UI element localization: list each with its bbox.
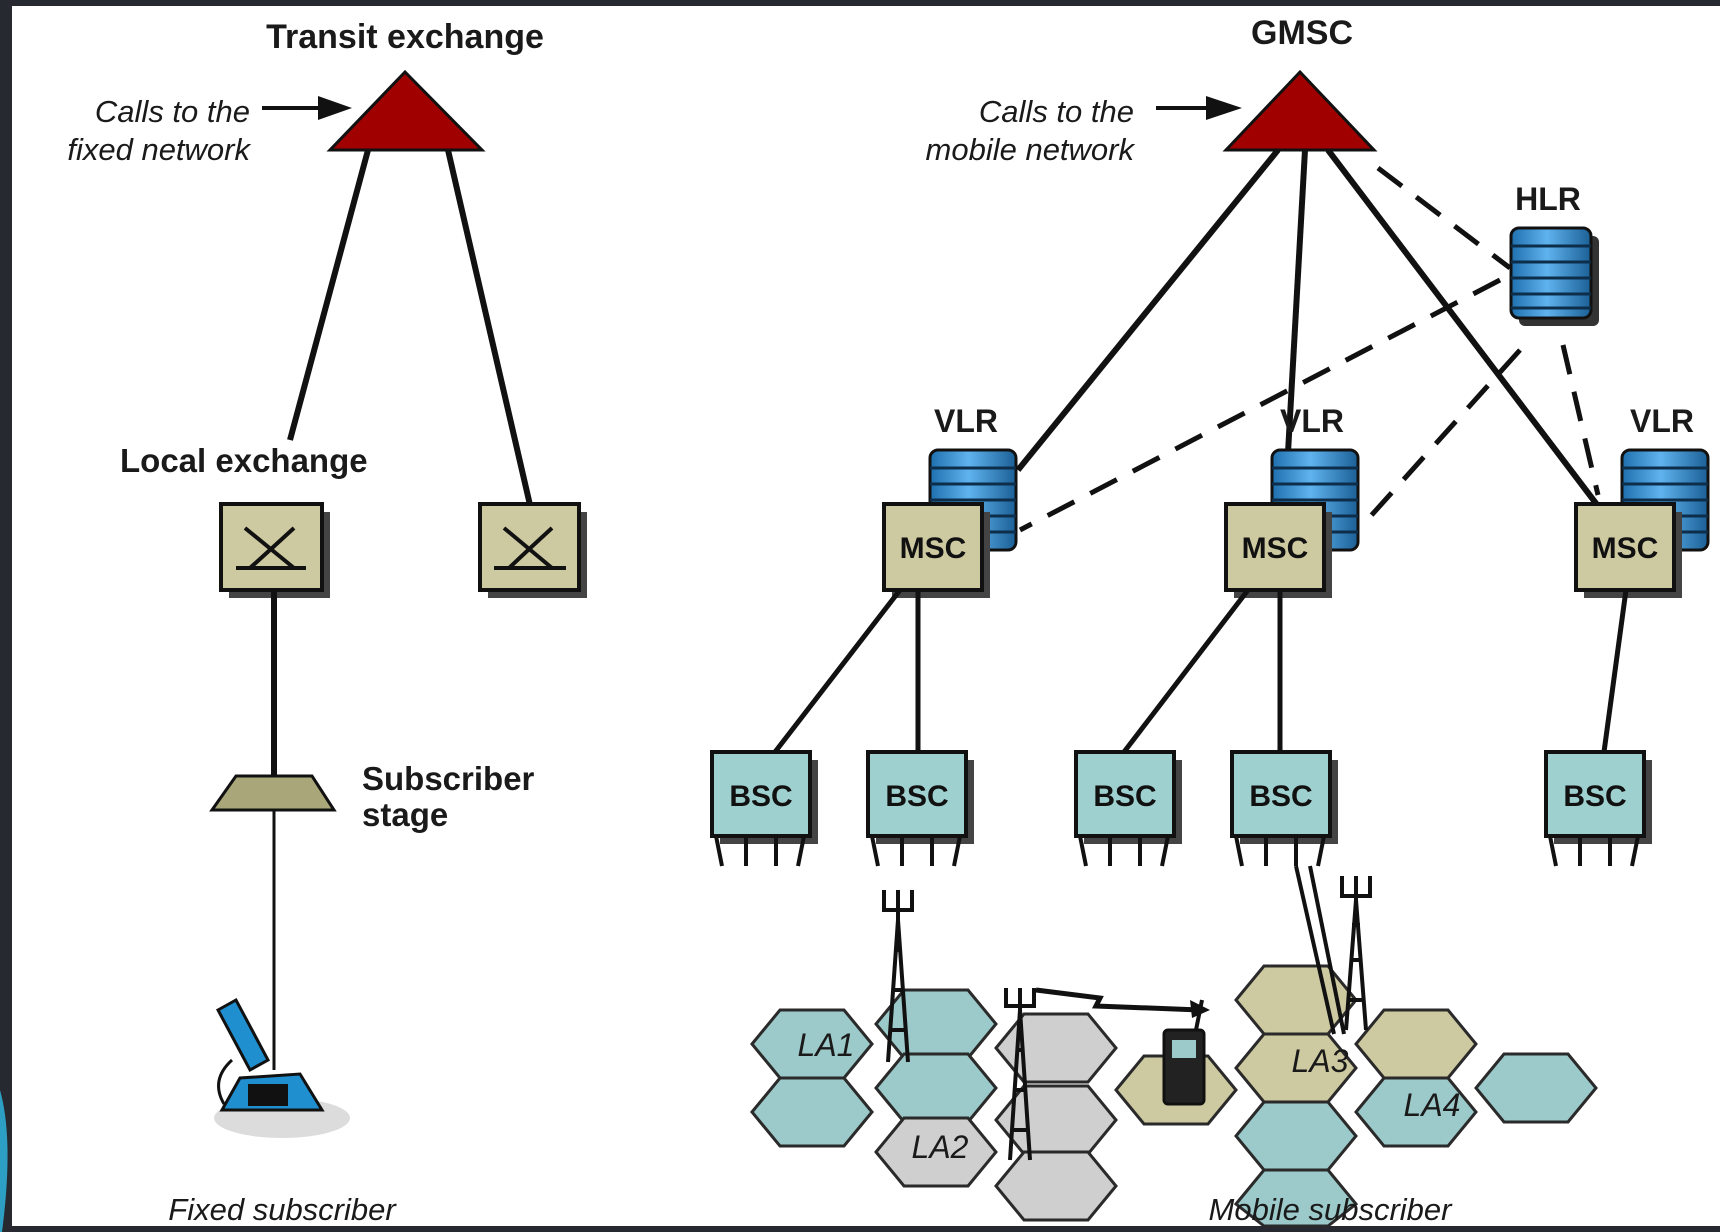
cell-la1 <box>874 1052 998 1124</box>
antenna-tower-icon <box>1004 988 1036 1161</box>
fixed-subscriber-caption: Fixed subscriber <box>168 1192 397 1227</box>
hlr-database-icon <box>1509 226 1599 326</box>
cell-grid <box>750 964 1598 1228</box>
gmsc-msc3-line <box>1325 148 1601 508</box>
bsc-label-1: BSC <box>729 780 792 813</box>
bsc-box-5: BSC <box>1544 750 1652 867</box>
frame-accent <box>0 1090 8 1232</box>
gmsc-msc2-line <box>1282 149 1308 507</box>
bsc-box-4: BSC <box>1230 750 1338 867</box>
antenna-tower-icon <box>882 890 914 1063</box>
trunk-line-left <box>287 149 371 441</box>
cell-la4 <box>1474 1052 1598 1124</box>
fixed-calls-label-1: Calls to the <box>95 94 250 129</box>
subscriber-stage-label-2: stage <box>362 796 448 833</box>
signalling-lines <box>1018 166 1601 533</box>
subscriber-stage-label-1: Subscriber <box>362 760 535 797</box>
transit-exchange-label: Transit exchange <box>266 18 544 56</box>
msc-box-2: MSC <box>1224 502 1332 598</box>
bsc-box-1: BSC <box>710 750 818 867</box>
telephone-icon <box>214 997 350 1138</box>
vlr-label-1: VLR <box>934 403 998 439</box>
msc-box-1: MSC <box>882 502 990 598</box>
bsc-tower-link <box>1308 865 1346 1035</box>
msc-box-3: MSC <box>1574 502 1682 598</box>
cell-la4 <box>1234 1100 1358 1172</box>
frame-left <box>0 0 12 1232</box>
local-exchange-box-1 <box>219 502 330 598</box>
bsc-label-2: BSC <box>885 780 948 813</box>
gmsc-triangle <box>1222 69 1378 152</box>
antenna-tower-icon <box>1340 876 1372 1031</box>
transit-exchange-triangle <box>326 69 486 152</box>
location-area-label-3: LA3 <box>1292 1043 1349 1079</box>
hlr-label: HLR <box>1515 181 1581 217</box>
bsc-label-5: BSC <box>1563 780 1626 813</box>
radio-link-icon <box>1035 987 1201 1013</box>
vlr-label-3: VLR <box>1630 403 1694 439</box>
bsc-box-3: BSC <box>1074 750 1182 867</box>
bsc-label-3: BSC <box>1093 780 1156 813</box>
msc-bsc-lines <box>773 588 1629 754</box>
vlr-label-2: VLR <box>1280 403 1344 439</box>
mobile-phone-icon <box>1162 999 1206 1106</box>
mobile-subscriber-caption: Mobile subscriber <box>1209 1192 1454 1227</box>
subscriber-stage-shape <box>209 774 337 812</box>
switch-symbol-icon <box>494 526 566 570</box>
mobile-calls-label-2: mobile network <box>926 132 1136 167</box>
mobile-calls-arrowhead <box>1206 96 1242 120</box>
local-exchange-label: Local exchange <box>120 442 368 479</box>
gmsc-label: GMSC <box>1251 14 1353 52</box>
mobile-calls-label-1: Calls to the <box>979 94 1134 129</box>
fixed-calls-arrowhead <box>318 96 352 120</box>
cell-la2 <box>874 1116 998 1188</box>
cell-la3 <box>1354 1008 1478 1080</box>
location-area-label-2: LA2 <box>912 1129 969 1165</box>
bsc-label-4: BSC <box>1249 780 1312 813</box>
frame-bottom <box>0 1226 1720 1232</box>
trunk-line-right <box>445 149 533 506</box>
msc-label-1: MSC <box>900 532 967 565</box>
fixed-calls-label-2: fixed network <box>67 132 251 167</box>
msc-label-2: MSC <box>1242 532 1309 565</box>
msc-label-3: MSC <box>1592 532 1659 565</box>
bsc-tower-link <box>1294 865 1336 1035</box>
switch-symbol-icon <box>236 526 306 570</box>
location-area-label-4: LA4 <box>1404 1087 1461 1123</box>
bsc-box-2: BSC <box>866 750 974 867</box>
gmsc-msc1-line <box>1015 148 1281 472</box>
location-area-label-1: LA1 <box>798 1027 855 1063</box>
cell-la4 <box>1354 1076 1478 1148</box>
cell-la1 <box>750 1076 874 1148</box>
cell-la2 <box>994 1150 1118 1222</box>
frame-top <box>0 0 1720 6</box>
local-exchange-box-2 <box>478 502 587 598</box>
cell-la4 <box>1233 1168 1359 1228</box>
